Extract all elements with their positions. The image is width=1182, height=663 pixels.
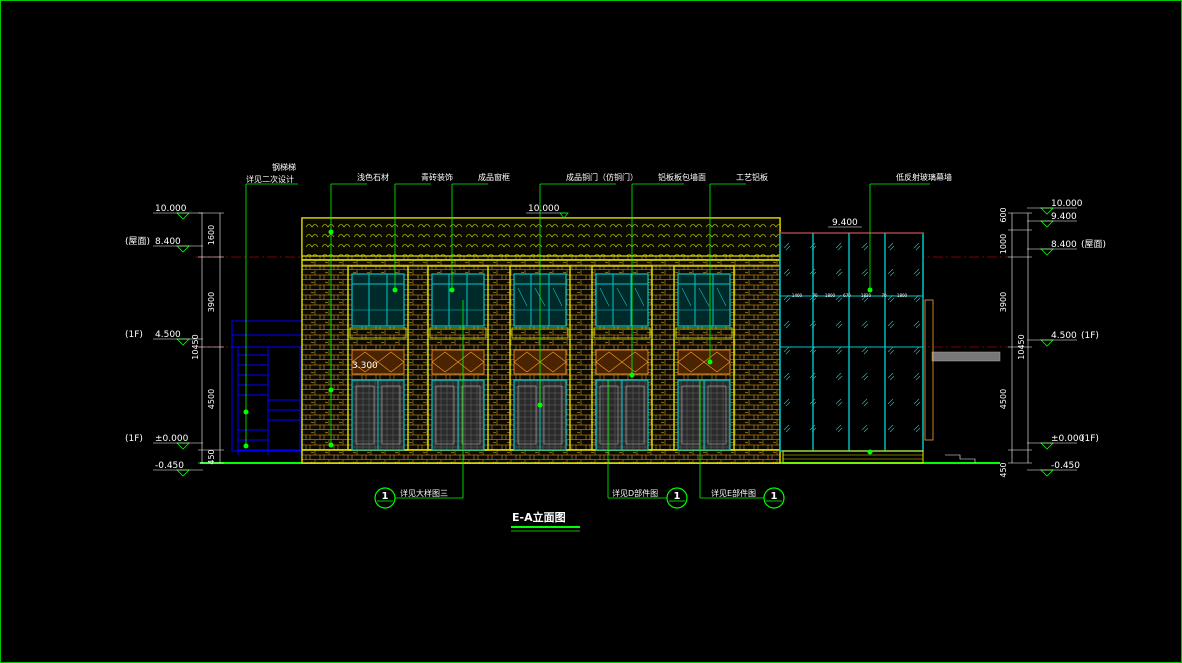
right-level-1: 10.000 [1027, 199, 1083, 215]
drawing-title: E-A立面图 [512, 510, 566, 524]
callout-8: 低反射玻璃幕墙 [867, 172, 952, 293]
left-dim-total: 10450 [191, 334, 200, 359]
detail-ref-text-1: 详见大样图三 [400, 488, 448, 498]
detail-ref-text-2: 详见D部件图 [612, 488, 658, 498]
glass-curtain-wall [779, 232, 924, 464]
callout-4: 成品窗框 [449, 172, 510, 293]
right-dim-5: 450 [999, 462, 1008, 477]
right-level-mark-1: 10.000 [1051, 199, 1083, 209]
left-dim-1: 1600 [207, 225, 216, 245]
callout-label-6: 铝板板包墙面 [658, 172, 706, 182]
window [431, 273, 485, 327]
glass-dimension-row: 1400 70 1800 670 1820 70 1800 [792, 293, 908, 298]
callout-label-2: 浅色石材 [357, 172, 389, 182]
callout-5: 成品铜门（仿铜门） [537, 172, 638, 408]
window [351, 273, 405, 327]
right-level-marks: 10.0009.4008.400(屋面)4.500(1F)±0.000(1F)-… [999, 199, 1106, 478]
right-level-mark-2: 9.400 [1051, 212, 1077, 222]
detail-ref-num-2: 1 [674, 491, 681, 502]
glass-dim-2: 70 [812, 293, 818, 298]
detail-ref-1: 1 详见大样图三 [374, 300, 464, 509]
facade-level-marks: 10.000 9.400 3.300 [352, 204, 862, 371]
detail-ref-3: 1 详见E部件图 [699, 380, 785, 509]
right-dim-3: 3900 [999, 292, 1008, 312]
left-level-note-2: (屋面) [125, 236, 150, 247]
callout-6: 铝板板包墙面 [629, 172, 706, 378]
left-level-mark-1: 10.000 [155, 204, 187, 214]
glass-dim-7: 1800 [897, 293, 908, 298]
right-dim-4: 4500 [999, 389, 1008, 409]
right-level-note-3: (屋面) [1081, 239, 1106, 250]
right-level-mark-5: ±0.000 [1051, 434, 1085, 444]
left-level-2: 8.400 (屋面) [125, 236, 203, 253]
right-level-mark-4: 4.500 [1051, 331, 1077, 341]
right-level-3: 8.400 (屋面) [1027, 239, 1106, 256]
detail-references: 1 详见大样图三 1 详见D部件图 1 详见E部件图 [374, 300, 785, 509]
right-dim-total: 10450 [1017, 334, 1026, 359]
left-level-note-3: (1F) [125, 330, 143, 340]
right-level-6: -0.450 [1027, 461, 1080, 477]
left-level-mark-4: ±0.000 [155, 434, 189, 444]
left-level-3: 4.500 (1F) [125, 330, 203, 346]
right-level-5: ±0.000(1F) [1027, 434, 1099, 450]
facade-top-mark: 10.000 [528, 204, 560, 214]
right-level-note-5: (1F) [1081, 434, 1099, 444]
callout-label-7: 工艺铝板 [736, 172, 768, 182]
right-level-note-4: (1F) [1081, 331, 1099, 341]
left-level-mark-2: 8.400 [155, 237, 181, 247]
glass-dim-6: 70 [881, 293, 887, 298]
callout-label-4: 成品窗框 [478, 172, 510, 182]
bay-2 [427, 265, 489, 451]
facade-bays [347, 265, 735, 451]
bay-1 [347, 265, 409, 451]
detail-ref-text-3: 详见E部件图 [711, 488, 756, 498]
left-level-1: 10.000 [153, 204, 203, 220]
right-level-mark-6: -0.450 [1051, 461, 1080, 471]
steel-stair [231, 320, 303, 455]
left-level-4: ±0.000 (1F) [125, 434, 203, 450]
right-dim-2: 1000 [999, 234, 1008, 254]
callout-sub-1: 详见二次设计 [246, 174, 294, 184]
glass-dim-1: 1400 [792, 293, 803, 298]
callout-7: 工艺铝板 [707, 172, 768, 365]
glass-top-mark: 9.400 [832, 218, 858, 228]
left-level-5: -0.450 [153, 461, 203, 477]
drawing-title-block: E-A立面图 [511, 510, 580, 532]
left-level-mark-5: -0.450 [155, 461, 184, 471]
glass-dim-3: 1800 [825, 293, 836, 298]
right-dim-1: 600 [999, 207, 1008, 222]
bay-4 [591, 265, 653, 451]
detail-ref-num-1: 1 [382, 491, 389, 502]
left-dim-4: 450 [207, 449, 216, 464]
bay-5 [673, 265, 735, 451]
window [595, 273, 649, 327]
callout-label-3: 青砖装饰 [421, 172, 453, 182]
left-level-mark-3: 4.500 [155, 330, 181, 340]
left-level-note-4: (1F) [125, 434, 143, 444]
left-dim-3: 4500 [207, 389, 216, 409]
side-canopy [924, 299, 1001, 463]
right-level-mark-3: 8.400 [1051, 240, 1077, 250]
detail-ref-2: 1 详见D部件图 [607, 380, 688, 509]
callout-3: 青砖装饰 [392, 172, 453, 293]
window [677, 273, 731, 327]
left-level-marks: 10.000 8.400 (屋面) 4.500 (1F) ±0.000 (1F) -0.450… [125, 204, 224, 477]
left-dim-2: 3900 [207, 292, 216, 312]
glass-dim-4: 670 [843, 293, 851, 298]
callout-label-8: 低反射玻璃幕墙 [896, 172, 952, 182]
glass-dim-5: 1820 [861, 293, 872, 298]
callout-label-5: 成品铜门（仿铜门） [566, 172, 638, 182]
right-level-4: 4.500 (1F) [1027, 331, 1099, 347]
right-level-2: 9.400 [1027, 212, 1077, 228]
callout-label-1: 钢梯梯 [272, 162, 296, 172]
detail-ref-num-3: 1 [771, 491, 778, 502]
mid-level-mark: 3.300 [352, 361, 378, 371]
